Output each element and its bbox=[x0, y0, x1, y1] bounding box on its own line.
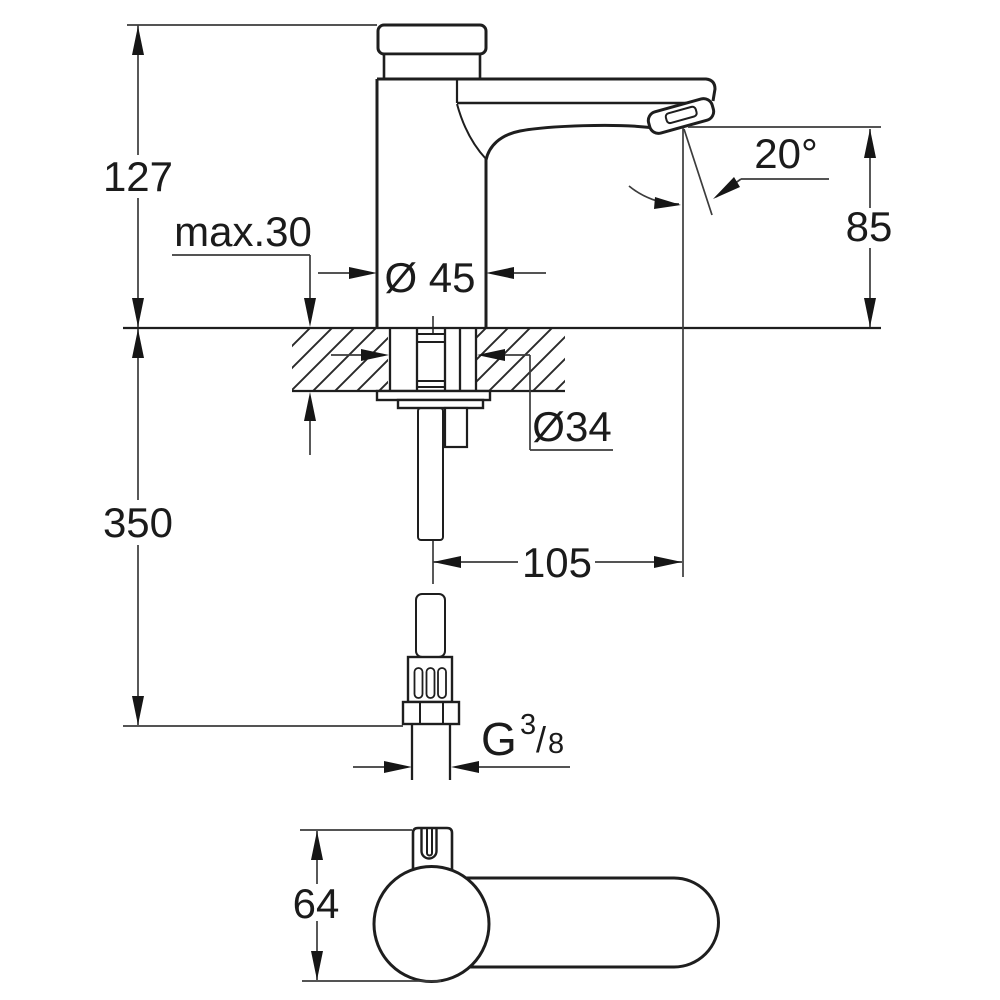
hex-nut-facets bbox=[419, 702, 444, 724]
faucet-side-view bbox=[375, 23, 717, 780]
faucet-top-view bbox=[372, 826, 720, 983]
handle-lever bbox=[460, 876, 720, 969]
dim-outlet-height-85: 85 bbox=[688, 126, 893, 327]
mounting-nut-plate bbox=[396, 398, 485, 410]
dim-hose-length-350: 350 bbox=[103, 329, 403, 727]
connector-slot bbox=[425, 667, 436, 699]
deck-hatch-left bbox=[292, 329, 388, 391]
dim-label-20deg: 20° bbox=[754, 130, 818, 177]
connection-tube bbox=[410, 724, 452, 780]
dim-outlet-angle-20: 20° bbox=[628, 128, 829, 577]
deck-section bbox=[292, 329, 565, 393]
dim-handle-width-64: 64 bbox=[293, 829, 441, 982]
angle-arc bbox=[628, 185, 680, 205]
dim-spout-reach-105: 105 bbox=[432, 539, 682, 586]
deck-hatch-right bbox=[477, 329, 565, 391]
push-button-cap bbox=[376, 23, 488, 56]
push-button-neck bbox=[382, 52, 482, 81]
spout-tab-inner-slot bbox=[426, 828, 433, 857]
dim-label-127: 127 bbox=[103, 153, 173, 200]
dim-body-diameter-45: Ø 45 bbox=[318, 254, 546, 301]
spout-body bbox=[375, 77, 717, 328]
supply-hose bbox=[401, 593, 461, 780]
thread-label-slash: / bbox=[536, 719, 546, 760]
spout-top-edge bbox=[377, 77, 717, 102]
dim-label-max30: max.30 bbox=[174, 208, 312, 255]
spout-underside-curve bbox=[484, 123, 651, 161]
body-circle-top-view bbox=[372, 865, 491, 983]
spout-tab-slot bbox=[420, 828, 438, 860]
connector-slot bbox=[413, 667, 424, 699]
mounting-shank bbox=[388, 316, 478, 391]
thread-label-numerator: 3 bbox=[520, 709, 536, 741]
dim-label-85: 85 bbox=[846, 203, 893, 250]
dim-label-d34: Ø34 bbox=[532, 403, 611, 450]
dim-label-350: 350 bbox=[103, 499, 173, 546]
body-fillet-curve bbox=[456, 103, 487, 160]
dim-label-105: 105 bbox=[522, 539, 592, 586]
angle-direction-line bbox=[683, 128, 713, 216]
hex-nut bbox=[401, 700, 461, 726]
dim-deck-thickness-max30: max.30 bbox=[172, 208, 316, 455]
dim-label-64: 64 bbox=[293, 880, 340, 927]
aerator-outlet bbox=[646, 97, 716, 135]
thread-label-denominator: 8 bbox=[548, 728, 564, 760]
hose-braided-section bbox=[415, 593, 446, 658]
connector-slot bbox=[437, 667, 447, 699]
dim-overall-height-127: 127 bbox=[103, 24, 377, 327]
thread-label-g: G bbox=[481, 713, 517, 765]
dim-hole-diameter-34: Ø34 bbox=[331, 349, 613, 451]
dim-label-d45: Ø 45 bbox=[384, 254, 475, 301]
threaded-rod bbox=[417, 407, 444, 541]
dim-thread-g38: G 3 / 8 bbox=[353, 709, 570, 773]
mounting-washer bbox=[375, 389, 492, 402]
shank-side-block bbox=[443, 406, 469, 449]
